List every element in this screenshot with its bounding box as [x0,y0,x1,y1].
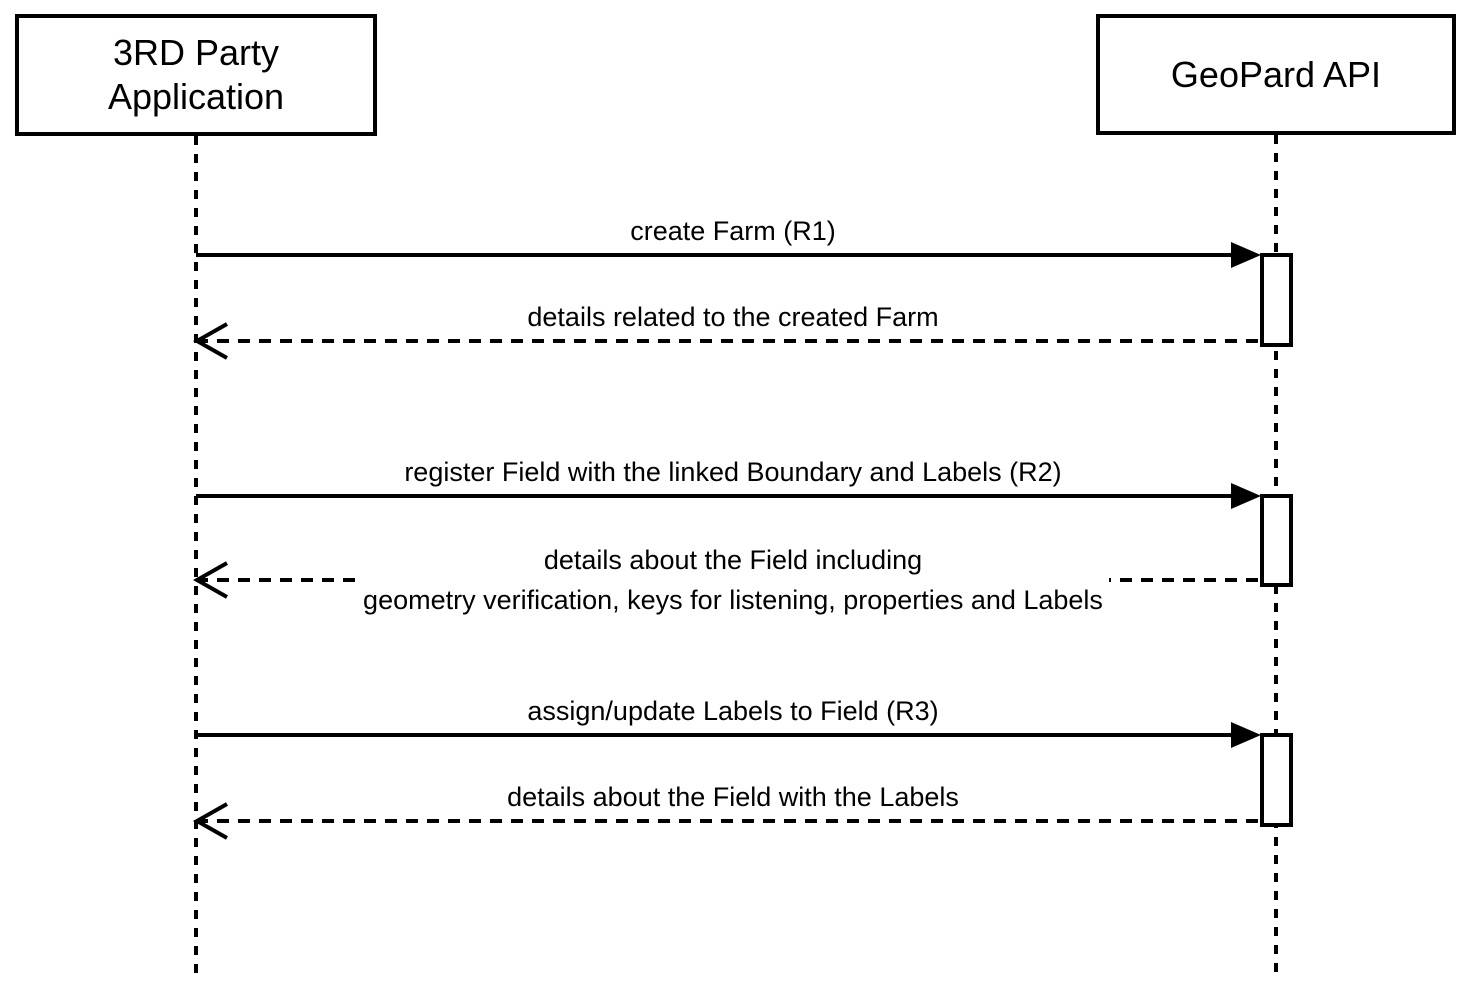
message-line-farm-details [196,339,1260,343]
actor-name-line2: Application [107,76,285,117]
message-label-assign-labels: assign/update Labels to Field (R3) [521,691,945,731]
activation-bar-1 [1260,253,1293,347]
message-line-field-labels-details [196,819,1260,823]
message-line-create-farm [196,253,1232,257]
activation-bar-3 [1260,733,1293,827]
message-label-field-details-line1: details about the Field including [543,545,923,575]
message-line-register-field [196,494,1232,498]
filled-arrowhead-icon [1231,483,1261,509]
lifeline-3rd-party-application [194,136,198,973]
open-arrowhead-icon [193,561,228,599]
message-label-register-field: register Field with the linked Boundary … [398,452,1068,492]
message-label-field-details-line2: geometry verification, keys for listenin… [363,585,1103,615]
actor-label-geopard-api: GeoPard API [1170,53,1382,95]
message-label-create-farm: create Farm (R1) [624,211,842,251]
actor-box-geopard-api: GeoPard API [1096,14,1456,135]
activation-bar-2 [1260,494,1293,587]
message-line-assign-labels [196,733,1232,737]
filled-arrowhead-icon [1231,722,1261,748]
message-label-field-labels-details: details about the Field with the Labels [501,777,965,817]
message-label-field-details: details about the Field including geomet… [357,540,1109,620]
open-arrowhead-icon [193,322,228,360]
message-label-farm-details: details related to the created Farm [521,297,945,337]
open-arrowhead-icon [193,802,228,840]
actor-name-line1: 3RD Party [112,32,280,73]
filled-arrowhead-icon [1231,242,1261,268]
